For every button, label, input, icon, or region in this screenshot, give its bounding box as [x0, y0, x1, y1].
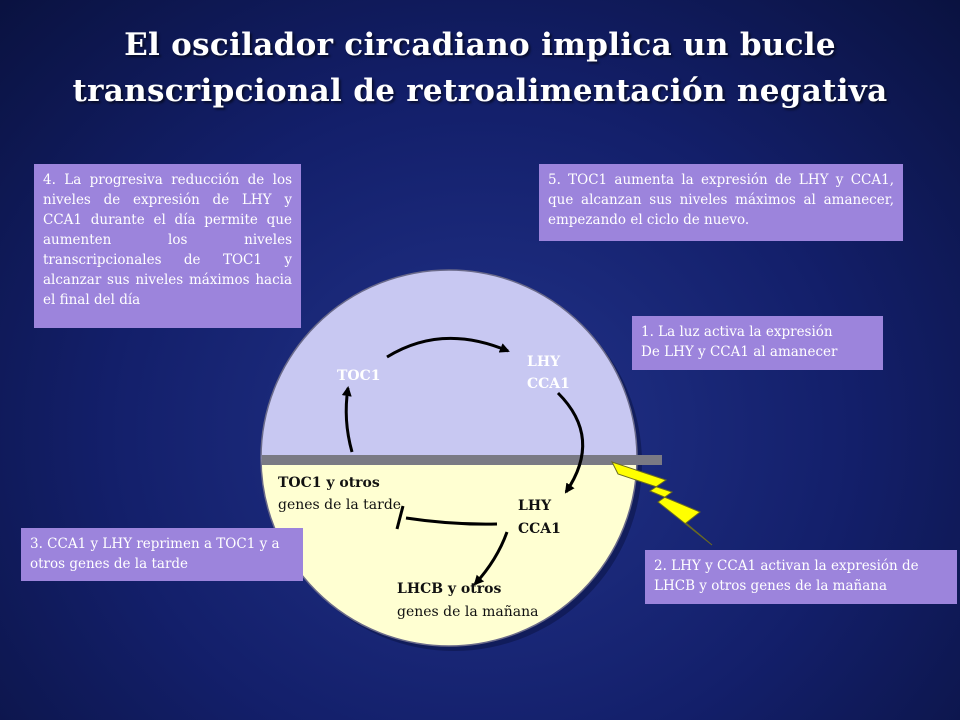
- note-step-1-line2: De LHY y CCA1 al amanecer: [641, 344, 838, 360]
- label-toc1-genes-line1: TOC1 y otros: [278, 475, 380, 491]
- label-cca1-night: CCA1: [527, 376, 570, 392]
- repression-curve: [405, 516, 498, 526]
- label-cca1-day: CCA1: [518, 521, 561, 537]
- label-lhy-day: LHY: [518, 498, 552, 514]
- label-lhcb-line2: genes de la mañana: [397, 604, 539, 620]
- page-title: El oscilador circadiano implica un bucle…: [72, 27, 888, 109]
- arrow-up-to-toc1: [341, 386, 354, 453]
- arrow-toc1-to-lhy: [386, 336, 510, 359]
- label-lhcb-line1: LHCB y otros: [397, 581, 502, 597]
- note-step-2: 2. LHY y CCA1 activan la expresión de LH…: [645, 550, 957, 604]
- note-step-5: 5. TOC1 aumenta la expresión de LHY y CC…: [539, 164, 903, 241]
- note-step-1-line1: 1. La luz activa la expresión: [641, 324, 833, 340]
- label-toc1-genes-line2: genes de la tarde: [278, 497, 402, 513]
- repression-bar: [395, 505, 405, 530]
- label-toc1-night: TOC1: [337, 368, 381, 384]
- night-half: [261, 270, 637, 460]
- lightning-icon: [611, 461, 713, 546]
- note-step-3: 3. CCA1 y LHY reprimen a TOC1 y a otros …: [21, 528, 303, 581]
- day-night-divider: [262, 455, 662, 465]
- label-lhy-night: LHY: [527, 354, 561, 370]
- note-step-4: 4. La progresiva reducción de los nivele…: [34, 164, 301, 328]
- note-step-1: 1. La luz activa la expresión De LHY y C…: [632, 316, 883, 370]
- arrow-to-lhcb: [473, 531, 509, 586]
- arrow-lhy-down: [556, 391, 585, 494]
